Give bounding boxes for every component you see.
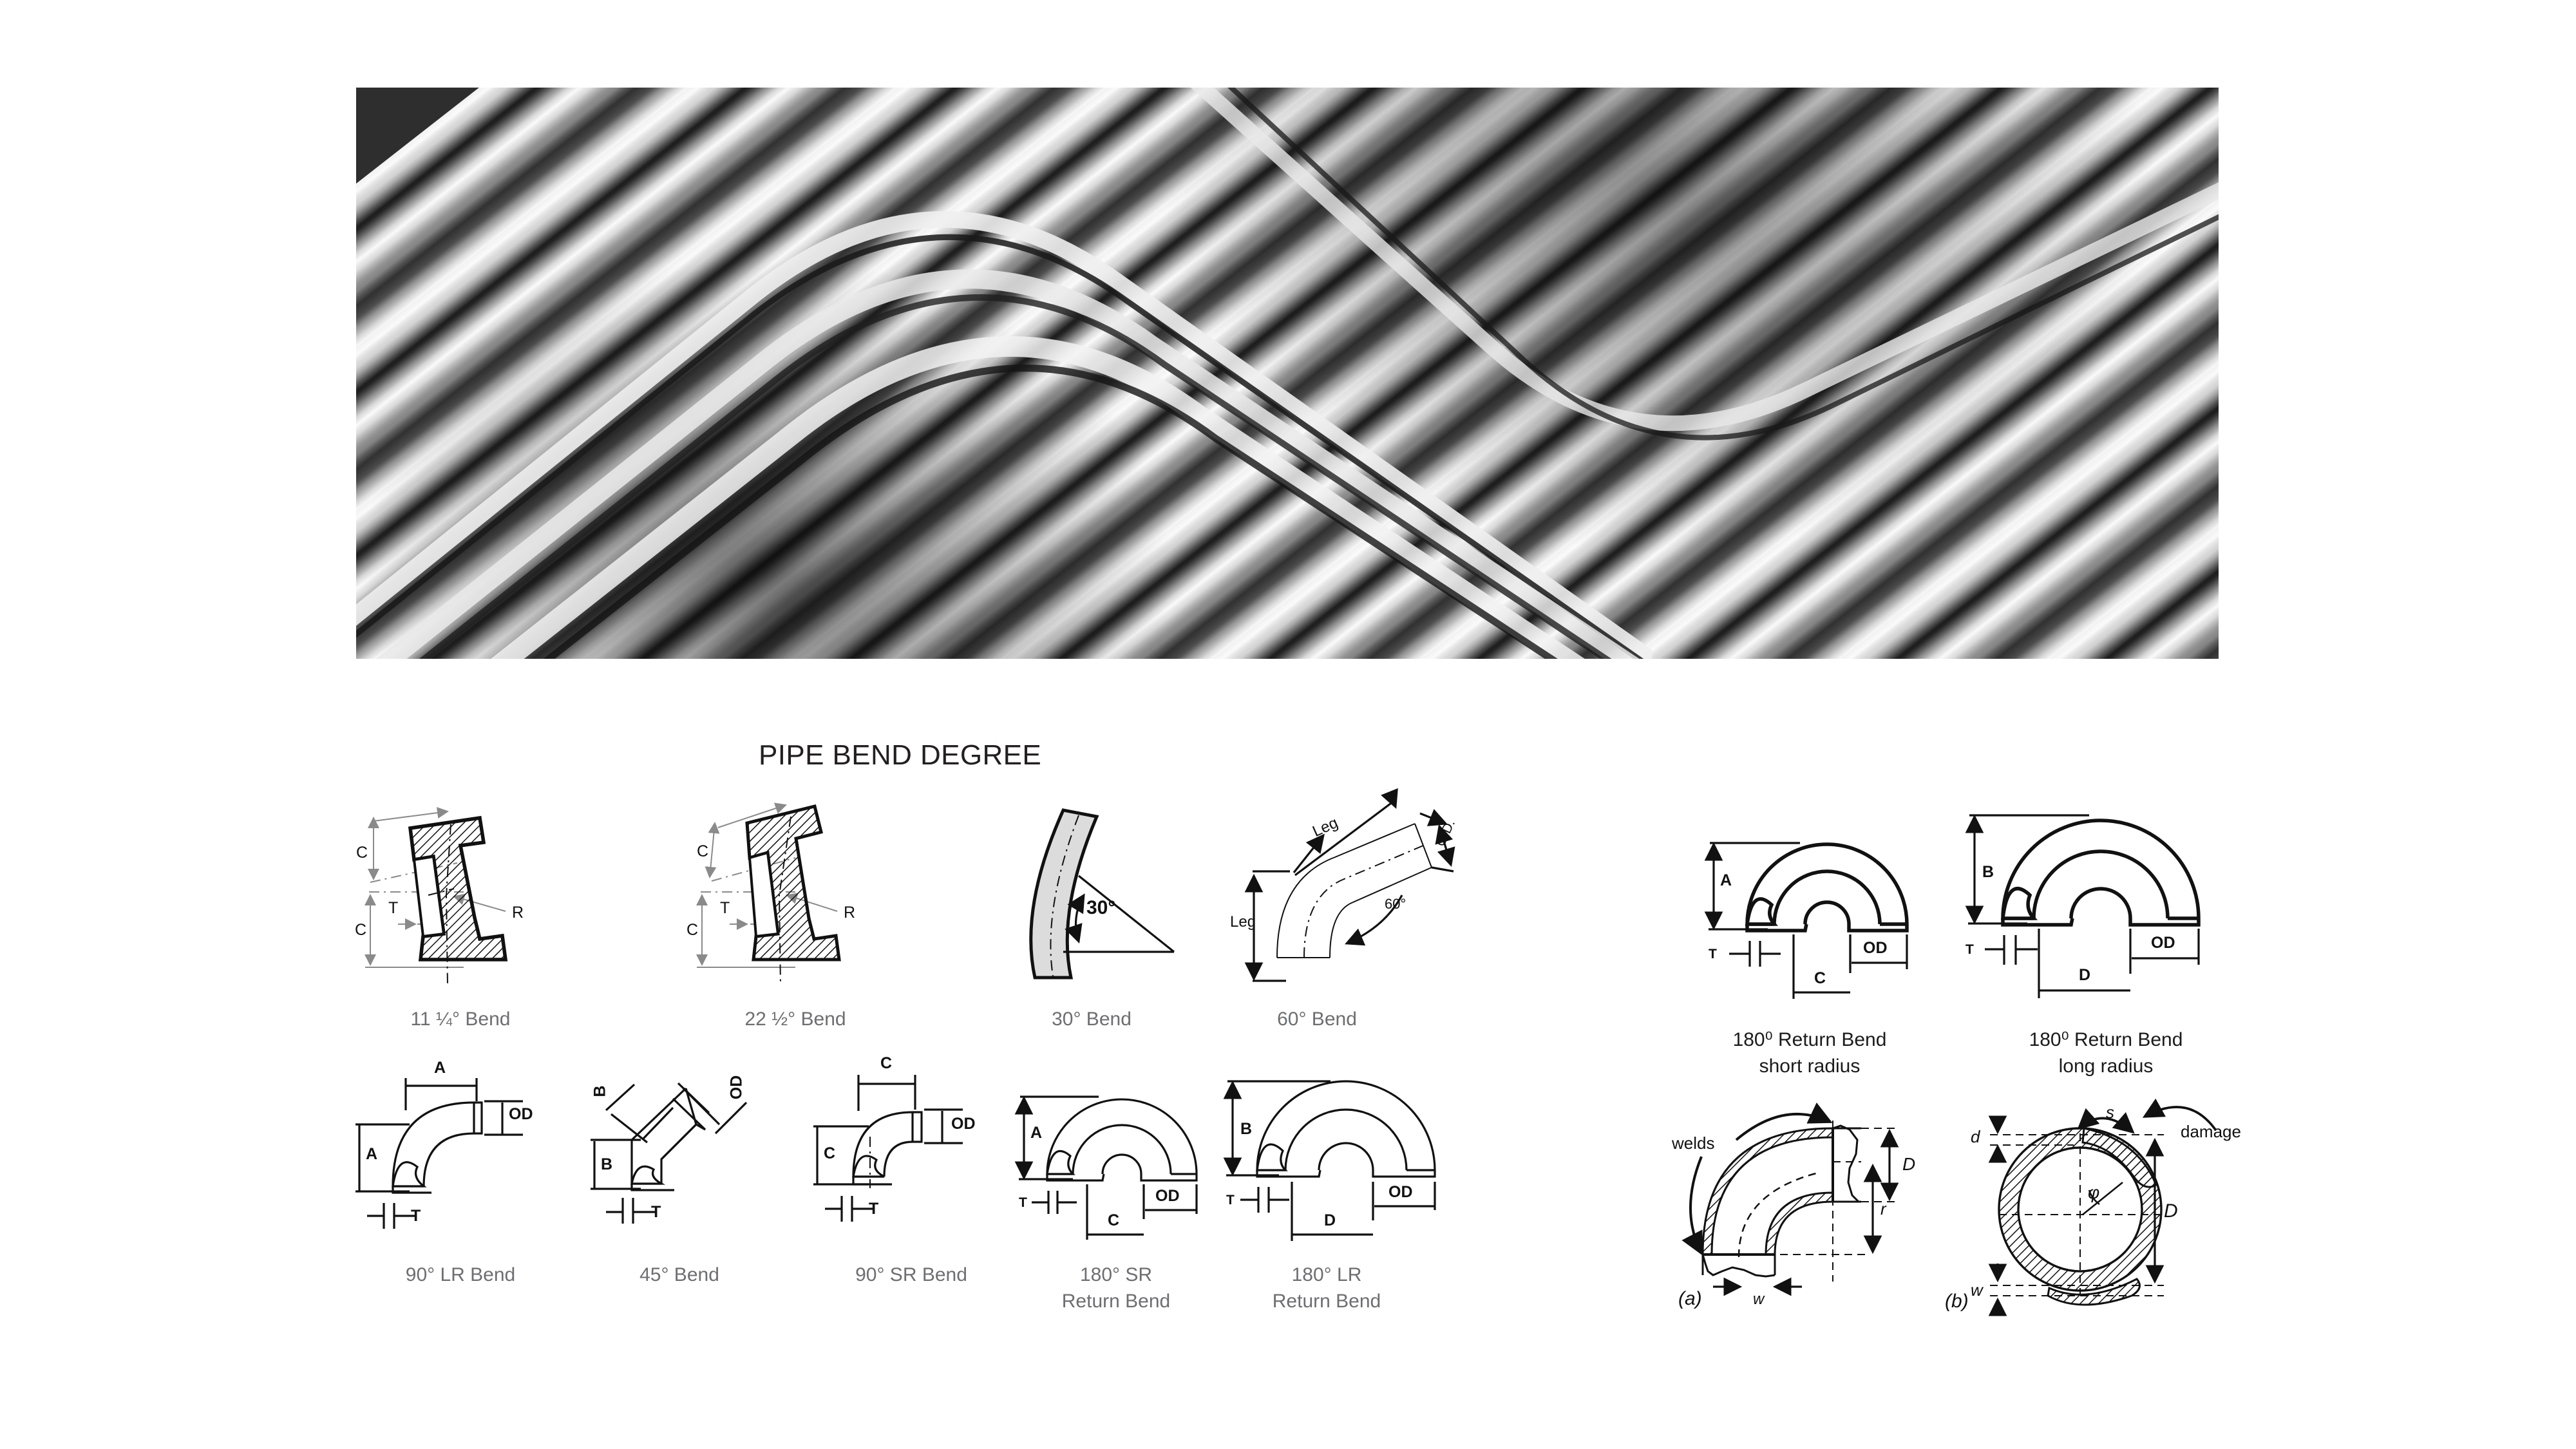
dim-label-t: T (1019, 1195, 1027, 1210)
dim-label-d: D (2079, 966, 2091, 984)
figure-return-bend-short-radius: A T C OD (1690, 808, 1935, 1027)
figure-bend-60: Leg Leg O.D. 60° (1227, 788, 1484, 1008)
caption-return-bend-long-radius: 180⁰ Return Bend long radius (2029, 1029, 2183, 1077)
dim-label-d: D (1902, 1154, 1916, 1174)
dim-label-phi: φ (2088, 1182, 2100, 1202)
caption-bend-11-25: 11 ¼° Bend (410, 1009, 511, 1030)
dim-label-a-top: A (434, 1059, 446, 1077)
dim-label-od: OD (951, 1115, 976, 1133)
dim-label-t: T (1226, 1193, 1235, 1208)
dim-label-angle-60: 60° (1385, 896, 1406, 912)
dim-label-c-top: C (697, 842, 709, 860)
dim-label-od: OD (2151, 934, 2175, 952)
dim-label-s: s (2106, 1103, 2114, 1122)
dim-label-t: T (869, 1200, 879, 1218)
caption-bend-30: 30° Bend (1052, 1009, 1132, 1030)
dim-label-c: C (1108, 1211, 1120, 1229)
figure-label-b: (b) (1945, 1291, 1969, 1312)
dim-label-c: C (1814, 969, 1826, 987)
caption-bend-180-lr: 180° LR Return Bend (1272, 1264, 1381, 1312)
dim-label-t: T (1965, 942, 1974, 957)
dim-label-r: R (844, 904, 856, 922)
dim-label-b-upper: B (591, 1085, 609, 1097)
caption-bend-180-sr: 180° SR Return Bend (1061, 1264, 1171, 1312)
dim-label-od: OD (1388, 1183, 1413, 1201)
annotation-welds: welds (1672, 1133, 1715, 1153)
caption-return-bend-short-radius: 180⁰ Return Bend short radius (1732, 1029, 1887, 1077)
dim-label-angle-30: 30° (1086, 897, 1116, 918)
figure-label-a: (a) (1678, 1288, 1702, 1309)
dim-label-b: B (1240, 1120, 1253, 1138)
annotation-damage: damage (2181, 1122, 2241, 1141)
dim-label-r: r (1880, 1199, 1886, 1218)
dim-label-r: R (512, 904, 524, 922)
figure-bend-90-sr: C C OD T (802, 1054, 1008, 1256)
figure-bend-45: B OD B T (583, 1063, 776, 1256)
dim-label-w: w (1753, 1291, 1765, 1308)
figure-bend-22-5: C C T R (683, 799, 895, 1005)
dim-label-w: w (1971, 1280, 1983, 1300)
figure-return-bend-long-radius: B T D OD (1958, 792, 2228, 1030)
dim-label-t: T (1709, 947, 1717, 961)
caption-bend-90-sr: 90° SR Bend (855, 1264, 967, 1285)
caption-bend-60: 60° Bend (1277, 1009, 1357, 1030)
figure-pipe-cross-section-damage: d s damage φ D w (b) (1945, 1095, 2241, 1320)
dim-label-c-bottom: C (687, 921, 699, 939)
dim-label-t: T (411, 1207, 421, 1225)
caption-bend-45: 45° Bend (639, 1264, 719, 1285)
page-title: PIPE BEND DEGREE (759, 739, 1042, 771)
dim-label-od: OD (727, 1075, 746, 1100)
dim-label-c-top: C (880, 1054, 893, 1072)
dim-label-b-lower: B (601, 1155, 613, 1173)
dim-label-t: T (651, 1203, 661, 1221)
dim-label-od: OD (1863, 939, 1888, 957)
figure-bend-180-sr: A T C OD (1014, 1066, 1230, 1253)
dim-label-a-left: A (366, 1145, 378, 1163)
figure-bend-30: 30° (1001, 799, 1208, 1005)
photo-gray-tint (356, 88, 2219, 659)
figure-bend-180-lr: B T D OD (1223, 1059, 1468, 1253)
dim-label-od: OD (509, 1105, 533, 1123)
dim-label-d-small: d (1971, 1127, 1980, 1146)
photo-bend-curves (356, 88, 2219, 659)
dim-label-d: D (1324, 1211, 1336, 1229)
figure-bend-11-25: C C T R (351, 799, 564, 1005)
hero-photo (356, 88, 2219, 659)
dim-label-d-large: D (2164, 1200, 2178, 1222)
dim-label-c-top: C (356, 844, 368, 862)
dim-label-leg-lower: Leg (1230, 913, 1256, 931)
dim-label-a: A (1030, 1124, 1043, 1142)
figure-bend-90-lr: A A OD T (348, 1059, 554, 1256)
caption-bend-22-5: 22 ½° Bend (744, 1009, 846, 1030)
caption-bend-90-lr: 90° LR Bend (405, 1264, 516, 1285)
dim-label-t: T (720, 899, 730, 917)
dim-label-c-bottom: C (355, 921, 367, 939)
dim-label-a: A (1720, 871, 1732, 889)
dim-label-od: OD (1155, 1187, 1180, 1205)
dim-label-c-left: C (824, 1144, 836, 1162)
figure-weld-elbow-section: welds D r w (a) (1668, 1095, 1938, 1320)
dim-label-b: B (1982, 863, 1994, 881)
dim-label-t: T (388, 899, 399, 917)
